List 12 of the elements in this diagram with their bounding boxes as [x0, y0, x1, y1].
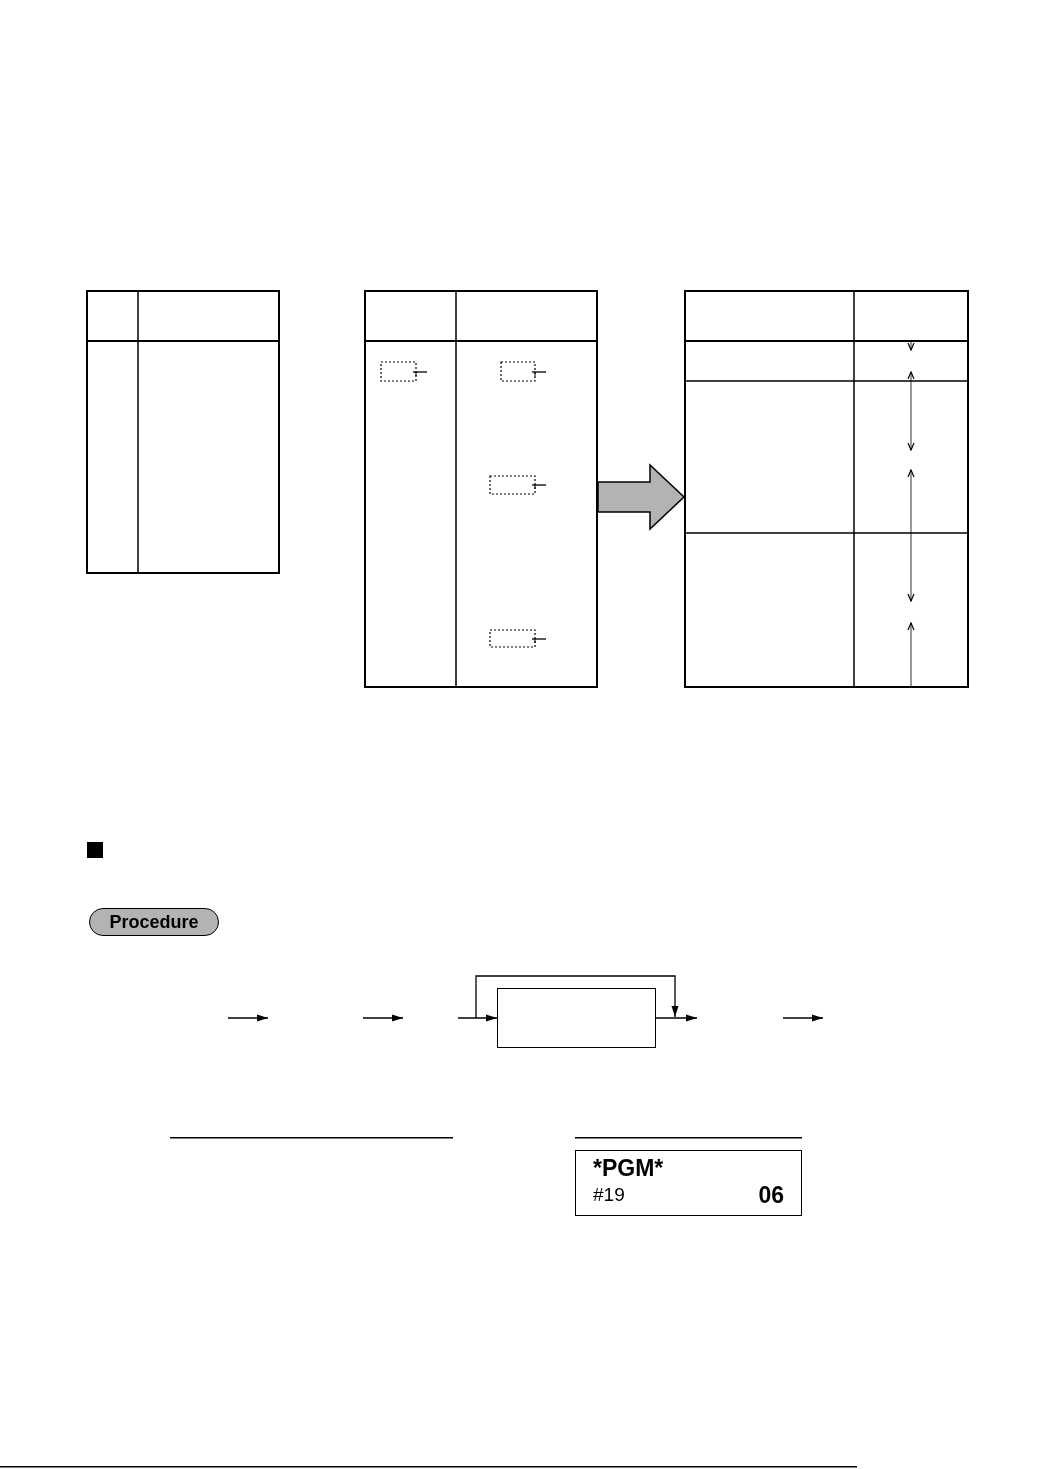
receipt-printout: [575, 1150, 802, 1216]
arrow: [655, 1014, 698, 1022]
empty-table: [86, 290, 280, 574]
process-box: [497, 988, 656, 1048]
receipt-value: 06: [758, 1184, 784, 1207]
empty-table: [684, 290, 969, 688]
receipt-code: #19: [593, 1185, 625, 1204]
empty-table: [364, 290, 598, 688]
procedure-tag: Procedure: [89, 908, 219, 936]
block-arrow: [597, 463, 686, 531]
arrow: [457, 1014, 498, 1022]
receipt-heading: *PGM*: [593, 1157, 664, 1180]
